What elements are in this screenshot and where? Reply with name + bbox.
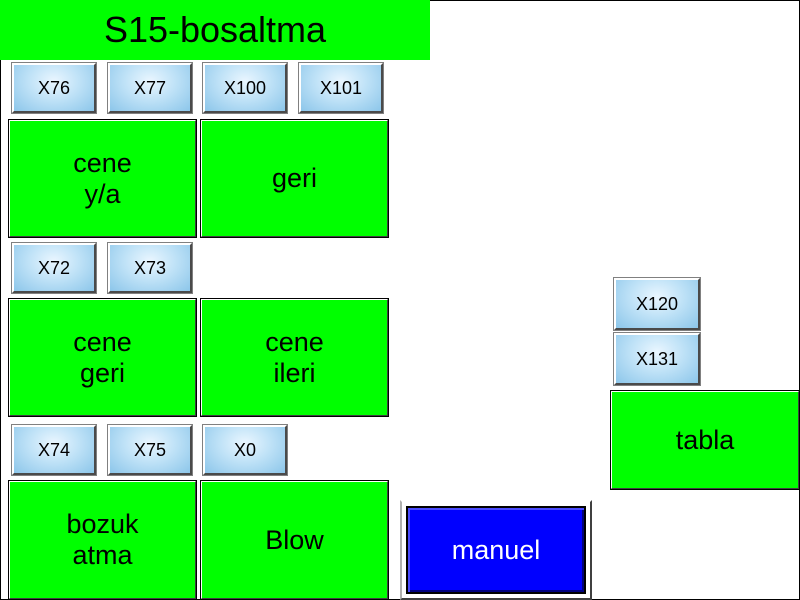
tabla-button[interactable]: tabla [610, 390, 800, 490]
cene-ileri-label: cene ileri [265, 326, 324, 388]
bozuk-atma-label: bozuk atma [66, 509, 139, 570]
indicator-x75-label: X75 [107, 424, 193, 476]
indicator-x131: X131 [612, 331, 702, 387]
cene-ileri-button[interactable]: cene ileri [200, 298, 389, 417]
indicator-x0: X0 [201, 423, 289, 477]
indicator-x74: X74 [10, 423, 98, 477]
tabla-label: tabla [675, 424, 735, 455]
blow-label: Blow [265, 524, 324, 555]
cene-geri-label: cene geri [73, 326, 132, 388]
indicator-x101-label: X101 [298, 62, 384, 114]
indicator-x131-label: X131 [613, 332, 701, 386]
geri-label: geri [271, 163, 318, 193]
indicator-x100-label: X100 [202, 62, 288, 114]
cene-geri-button[interactable]: cene geri [8, 298, 197, 417]
blow-button[interactable]: Blow [200, 480, 389, 600]
indicator-x120: X120 [612, 276, 702, 332]
indicator-x77: X77 [106, 61, 194, 115]
indicator-x120-label: X120 [613, 277, 701, 331]
indicator-x76: X76 [10, 61, 98, 115]
manuel-label: manuel [406, 506, 586, 594]
cene-ya-label: cene y/a [73, 147, 132, 209]
bozuk-atma-button[interactable]: bozuk atma [8, 480, 197, 600]
indicator-x72-label: X72 [11, 242, 97, 294]
indicator-x74-label: X74 [11, 424, 97, 476]
geri-button[interactable]: geri [200, 119, 389, 238]
indicator-x101: X101 [297, 61, 385, 115]
indicator-x76-label: X76 [11, 62, 97, 114]
indicator-x73: X73 [106, 241, 194, 295]
indicator-x0-label: X0 [202, 424, 288, 476]
manuel-button[interactable]: manuel [400, 500, 592, 600]
indicator-x77-label: X77 [107, 62, 193, 114]
indicator-x100: X100 [201, 61, 289, 115]
page-title: S15-bosaltma [0, 0, 430, 60]
cene-ya-button[interactable]: cene y/a [8, 119, 197, 238]
indicator-x73-label: X73 [107, 242, 193, 294]
indicator-x75: X75 [106, 423, 194, 477]
indicator-x72: X72 [10, 241, 98, 295]
